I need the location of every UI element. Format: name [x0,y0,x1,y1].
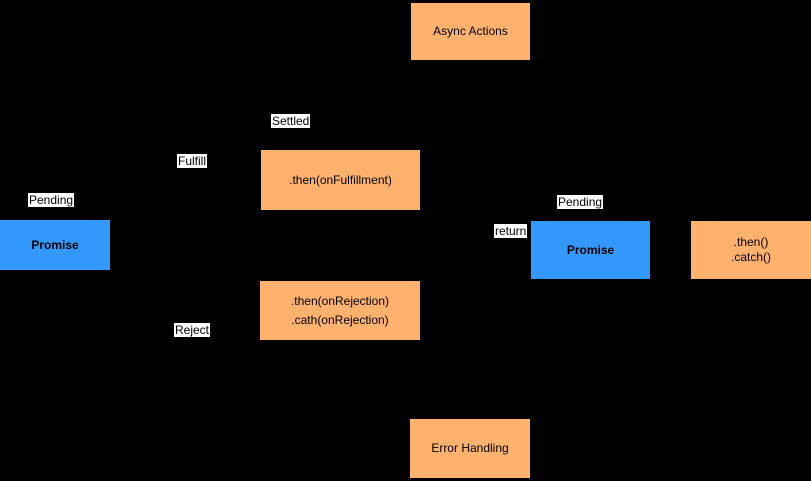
node-promise-source-label: Promise [31,237,79,252]
edge-label-pending-left: Pending [28,193,75,207]
node-then-onrejection-line1: .then(onRejection) [290,293,390,308]
node-async-actions: Async Actions [411,3,530,60]
edge-label-fulfill: Fulfill [177,154,208,168]
node-async-actions-label: Async Actions [433,24,508,38]
edge-label-return: return [494,224,528,238]
node-error-handling-label: Error Handling [431,441,509,455]
node-then-catch-line1: .then() [733,235,769,249]
node-then-onrejection-line2: .cath(onRejection) [291,312,389,327]
node-then-catch-line2: .catch() [730,250,771,264]
node-then-onrejection: .then(onRejection) .cath(onRejection) [260,281,420,340]
edge-label-settled: Settled [271,114,311,128]
node-then-onfulfillment-label: .then(onFulfillment) [289,172,392,187]
edge-label-reject: Reject [174,323,211,337]
edge-label-pending-right: Pending [557,195,604,209]
node-promise-returned-label: Promise [566,242,615,257]
node-promise-returned: Promise [531,221,650,279]
node-error-handling: Error Handling [410,419,530,478]
node-promise-source: Promise [0,220,110,270]
node-then-catch: .then() .catch() [691,221,811,279]
node-then-onfulfillment: .then(onFulfillment) [261,150,420,210]
